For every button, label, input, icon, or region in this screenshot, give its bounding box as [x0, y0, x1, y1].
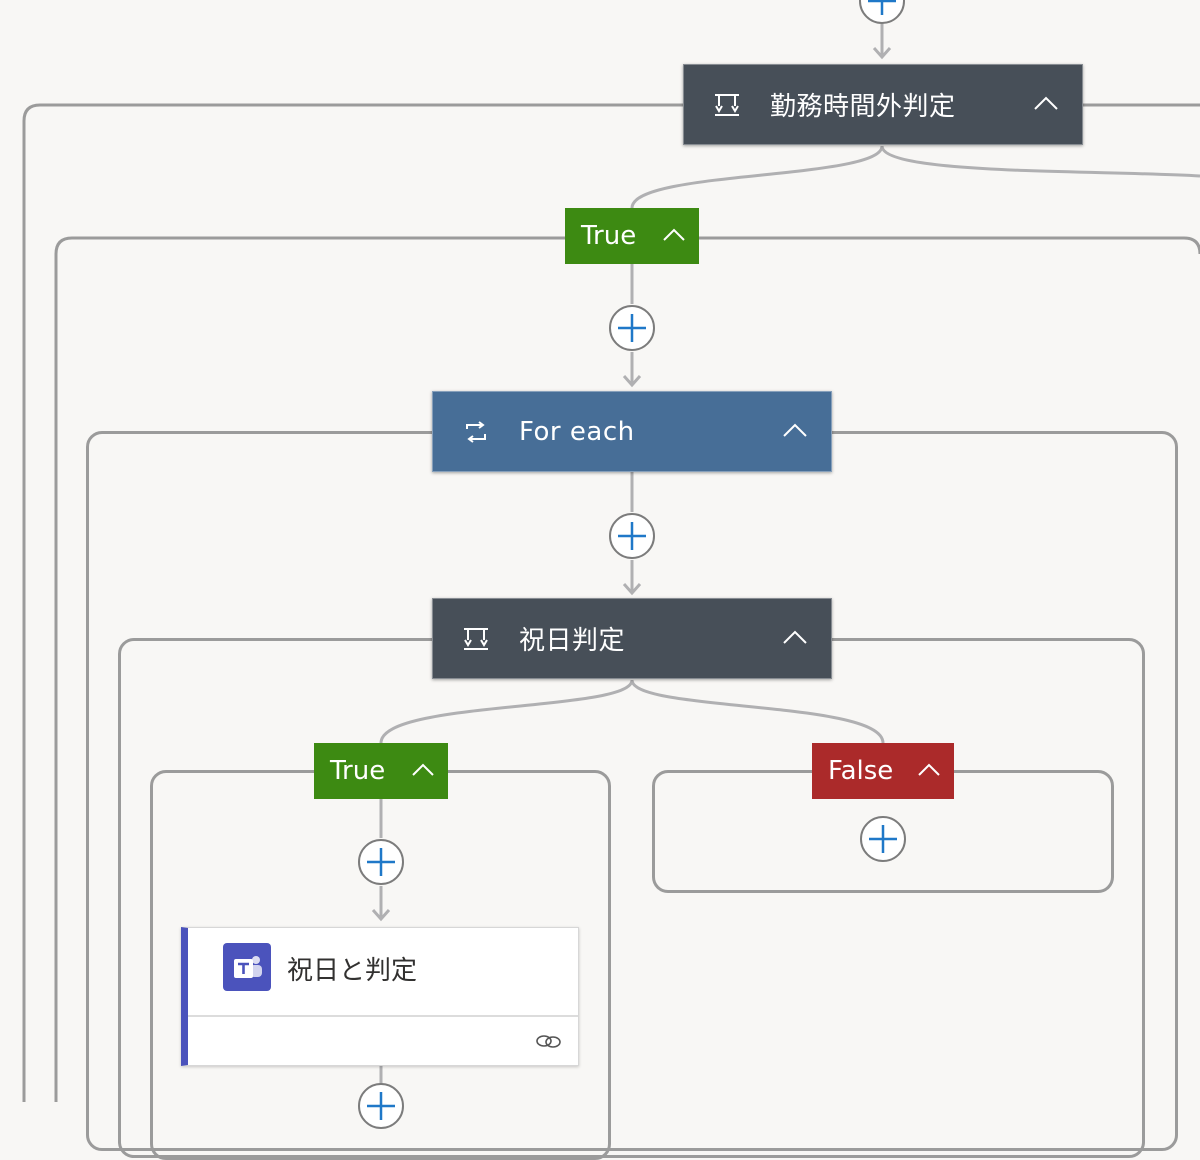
chevron-up-icon[interactable]: [781, 627, 809, 647]
plus-icon: [367, 848, 395, 876]
branch-label: False: [828, 756, 894, 786]
inner-false-branch-header[interactable]: False: [812, 743, 954, 799]
condition-icon: [461, 624, 491, 654]
outer-condition-action[interactable]: 勤務時間外判定: [683, 64, 1083, 145]
branch-label: True: [330, 756, 386, 786]
outer-condition-title: 勤務時間外判定: [770, 92, 956, 122]
teams-action-card[interactable]: 祝日と判定: [181, 927, 579, 1066]
outer-true-branch-header[interactable]: True: [565, 208, 699, 264]
chevron-up-icon[interactable]: [916, 760, 942, 780]
inner-true-branch-header[interactable]: True: [314, 743, 448, 799]
plus-icon: [367, 1092, 395, 1120]
teams-icon: [223, 943, 271, 991]
flow-connectors: [22, 20, 1200, 1102]
add-step-button-true-branch[interactable]: [609, 305, 655, 351]
condition-icon: [712, 90, 742, 120]
add-step-button-inner-false[interactable]: [860, 816, 906, 862]
for-each-action[interactable]: For each: [432, 391, 832, 472]
chevron-up-icon[interactable]: [1032, 93, 1060, 113]
add-step-button-after-card[interactable]: [358, 1083, 404, 1129]
chevron-up-icon[interactable]: [781, 420, 809, 440]
plus-icon: [869, 825, 897, 853]
chevron-up-icon[interactable]: [661, 225, 687, 245]
plus-icon: [618, 314, 646, 342]
chevron-up-icon[interactable]: [410, 760, 436, 780]
for-each-title: For each: [519, 416, 635, 447]
link-icon[interactable]: [534, 1029, 564, 1053]
branch-label: True: [581, 221, 637, 251]
add-step-button-for-each[interactable]: [609, 513, 655, 559]
loop-icon: [461, 417, 491, 447]
add-step-button-inner-true[interactable]: [358, 839, 404, 885]
plus-icon: [618, 522, 646, 550]
add-step-button-top[interactable]: [859, 0, 905, 24]
plus-icon: [868, 0, 896, 15]
teams-action-header[interactable]: 祝日と判定: [188, 928, 578, 1017]
inner-condition-action[interactable]: 祝日判定: [432, 598, 832, 679]
inner-condition-title: 祝日判定: [519, 626, 626, 656]
teams-action-title: 祝日と判定: [287, 956, 418, 986]
